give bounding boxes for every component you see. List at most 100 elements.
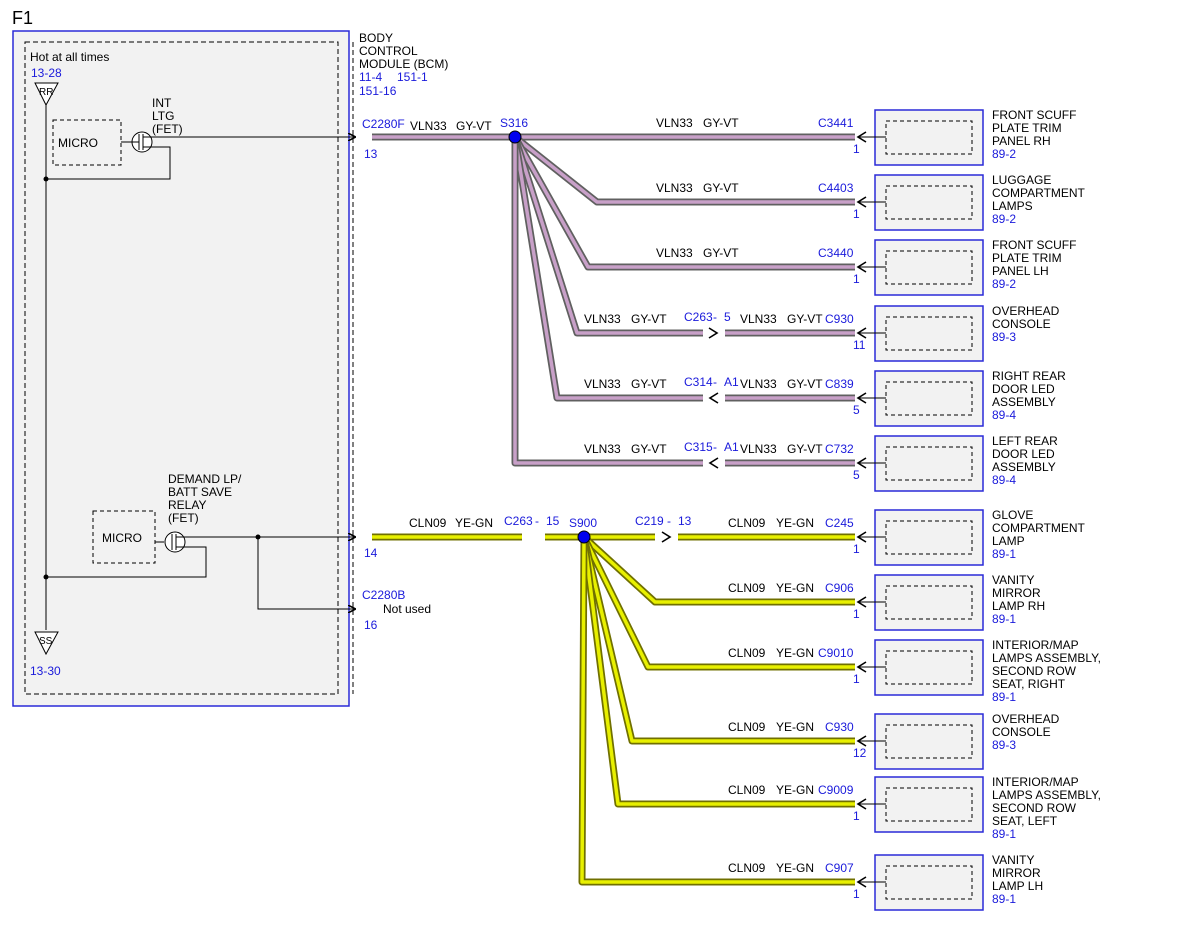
cln-branch-1-label-1: MIRROR bbox=[992, 586, 1041, 600]
vln-branch-0-box bbox=[874, 109, 984, 166]
cln-branch-2-ref: 89-1 bbox=[992, 690, 1016, 704]
demand-3: RELAY bbox=[168, 498, 206, 512]
cln-branch-4-label-0: INTERIOR/MAP bbox=[992, 775, 1079, 789]
module-ref-3: 151-16 bbox=[359, 84, 397, 98]
cln-branch-5-ref: 89-1 bbox=[992, 892, 1016, 906]
vln-branch-4-circuit-b: VLN33 bbox=[740, 377, 777, 391]
cln-branch-0-label-1: COMPARTMENT bbox=[992, 521, 1086, 535]
cln-feed-color: YE-GN bbox=[455, 516, 493, 530]
vln-branch-3-color-b: GY-VT bbox=[787, 312, 823, 326]
vln-branch-4-ref: 89-4 bbox=[992, 408, 1016, 422]
vln-branch-1-label-1: COMPARTMENT bbox=[992, 186, 1086, 200]
vln-branch-0-inner bbox=[885, 120, 973, 155]
bcm-connector-bottom: C2280B bbox=[362, 588, 405, 602]
vln-branch-2-circuit: VLN33 bbox=[656, 246, 693, 260]
vln-branch-2-ref: 89-2 bbox=[992, 277, 1016, 291]
cln-branch-5-label-2: LAMP LH bbox=[992, 879, 1043, 893]
cln-branch-4-inner bbox=[582, 536, 855, 806]
splice-s316-label: S316 bbox=[500, 116, 528, 130]
cln-branch-5-box bbox=[874, 854, 984, 911]
micro-box-2 bbox=[92, 510, 156, 564]
vln-branch-5-circuit-b: VLN33 bbox=[740, 442, 777, 456]
cln-branch-4-inner bbox=[885, 787, 973, 822]
fet1-return bbox=[46, 146, 171, 180]
vln-feed-color: GY-VT bbox=[456, 119, 492, 133]
module-ref-2: 151-1 bbox=[397, 70, 428, 84]
cln-feed-inline-connector: C263 bbox=[504, 514, 533, 528]
ground-symbol bbox=[34, 631, 59, 656]
vln-branch-4-label-2: ASSEMBLY bbox=[992, 395, 1056, 409]
vln-branch-5-color-a: GY-VT bbox=[631, 442, 667, 456]
module-name-2: CONTROL bbox=[359, 44, 418, 58]
vln-branch-4-label-1: DOOR LED bbox=[992, 382, 1055, 396]
cln-branch-3-box bbox=[874, 713, 984, 770]
vln-branch-3-inline-connector: C263 bbox=[684, 310, 713, 324]
cln-branch-1-label-0: VANITY bbox=[992, 573, 1034, 587]
cln-branch-0-circuit: CLN09 bbox=[728, 516, 766, 530]
module-inner-dashed bbox=[24, 41, 339, 695]
vln-branch-3-pin: 11 bbox=[853, 338, 866, 352]
cln-branch-2-pin: 1 bbox=[853, 672, 860, 686]
cln-branch-3-label-1: CONSOLE bbox=[992, 725, 1051, 739]
module-outline bbox=[12, 30, 350, 707]
cln-branch-1-arrow bbox=[856, 596, 867, 608]
vln-branch-5-pin: 5 bbox=[853, 468, 860, 482]
vln-branch-3-a-inner bbox=[513, 136, 703, 335]
splice-s900-label: S900 bbox=[569, 516, 597, 530]
cln-branch-1-color: YE-GN bbox=[776, 581, 814, 595]
cln-branch-3-pin: 12 bbox=[853, 746, 867, 760]
vln-branch-3-label-1: CONSOLE bbox=[992, 317, 1051, 331]
vln-branch-0-ref: 89-2 bbox=[992, 147, 1016, 161]
vln-branch-1-box bbox=[874, 174, 984, 231]
vln-branch-2-arrow bbox=[856, 261, 867, 273]
cln-branch-5-inner bbox=[580, 536, 855, 884]
vln-branch-2-color: GY-VT bbox=[703, 246, 739, 260]
cln-branch-0-inline-connector: C219 bbox=[635, 514, 664, 528]
vln-branch-5-ref: 89-4 bbox=[992, 473, 1016, 487]
cln-branch-0-label-2: LAMP bbox=[992, 534, 1025, 548]
micro-box-1 bbox=[52, 119, 122, 166]
cln-branch-2-label-1: LAMPS ASSEMBLY, bbox=[992, 651, 1101, 665]
vln-branch-0-arrow bbox=[856, 131, 867, 143]
cln-branch-3-circuit: CLN09 bbox=[728, 720, 766, 734]
vln-branch-5-label-2: ASSEMBLY bbox=[992, 460, 1056, 474]
vln-branch-4-inline-arrow bbox=[708, 392, 719, 404]
cln-branch-2-circuit: CLN09 bbox=[728, 646, 766, 660]
vln-branch-2-label-0: FRONT SCUFF bbox=[992, 238, 1076, 252]
cln-branch-0-color: YE-GN bbox=[776, 516, 814, 530]
cln-branch-2-inner bbox=[885, 650, 973, 685]
cln-branch-0-inline-arrow bbox=[661, 531, 672, 543]
cln-branch-5-pin: 1 bbox=[853, 887, 860, 901]
micro-label-2: MICRO bbox=[102, 531, 142, 545]
cln-branch-0-box bbox=[874, 509, 984, 566]
vln-branch-3-color-a: GY-VT bbox=[631, 312, 667, 326]
cln-branch-3-connector: C930 bbox=[825, 720, 854, 734]
vln-branch-3-box bbox=[874, 305, 984, 362]
cln-branch-5-connector: C907 bbox=[825, 861, 854, 875]
cln-branch-5-arrow bbox=[856, 876, 867, 888]
vln-branch-2-label-1: PLATE TRIM bbox=[992, 251, 1062, 265]
cln-branch-1-box bbox=[874, 574, 984, 631]
vln-branch-4-inline-dash: - bbox=[713, 375, 717, 389]
cln-branch-1-inner bbox=[885, 585, 973, 620]
ground-symbol-label: SS bbox=[39, 636, 53, 647]
demand-4: (FET) bbox=[168, 511, 199, 525]
cln-branch-2-box bbox=[874, 639, 984, 696]
fet-demand bbox=[164, 531, 186, 553]
cln-branch-3-color: YE-GN bbox=[776, 720, 814, 734]
cln-branch-0-inner bbox=[885, 520, 973, 555]
splice-s900 bbox=[577, 530, 591, 544]
vln-branch-3-circuit-b: VLN33 bbox=[740, 312, 777, 326]
cln-branch-5-label-0: VANITY bbox=[992, 853, 1034, 867]
cln-branch-4-pin: 1 bbox=[853, 809, 860, 823]
cln-branch-0-arrow bbox=[856, 531, 867, 543]
cln-branch-1-pin: 1 bbox=[853, 607, 860, 621]
vln-feed-circuit: VLN33 bbox=[410, 119, 447, 133]
vln-branch-3-arrow bbox=[856, 327, 867, 339]
fet2-return bbox=[46, 546, 207, 578]
bcm-connector-top: C2280F bbox=[362, 117, 405, 131]
micro-label-1: MICRO bbox=[58, 136, 98, 150]
vln-branch-3-connector: C930 bbox=[825, 312, 854, 326]
power-symbol bbox=[34, 82, 59, 107]
vln-branch-4-arrow bbox=[856, 392, 867, 404]
